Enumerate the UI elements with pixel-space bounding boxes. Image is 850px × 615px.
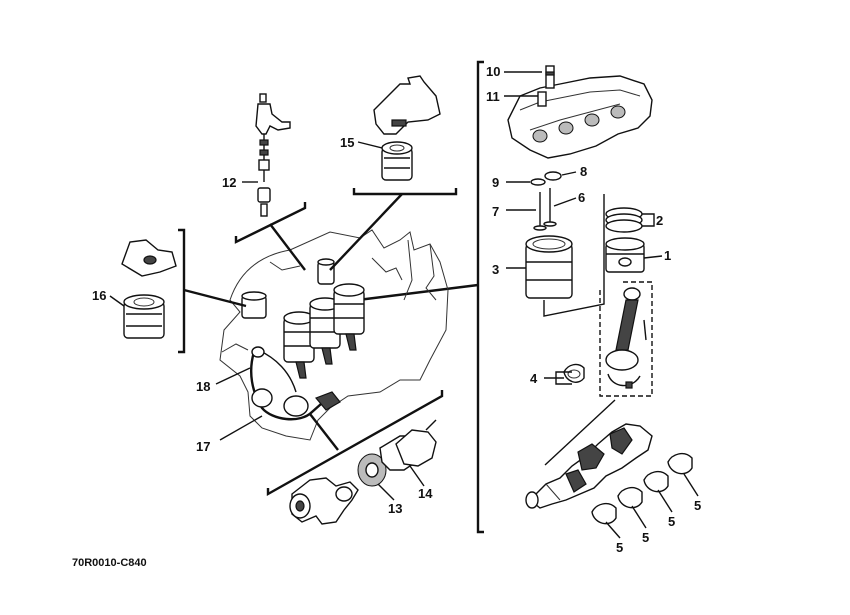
callout-11: 11 bbox=[486, 89, 500, 104]
fuel-injector-assembly bbox=[255, 93, 291, 217]
left-group-16 bbox=[121, 228, 247, 354]
callout-3: 3 bbox=[492, 262, 499, 277]
callout-5c: 5 bbox=[642, 530, 649, 545]
callout-10: 10 bbox=[486, 64, 500, 79]
engine-block bbox=[219, 229, 449, 441]
oil-filter-15-group bbox=[329, 75, 458, 271]
cylinder-head-group bbox=[507, 65, 653, 159]
cylinder-liner bbox=[525, 194, 605, 317]
crankshaft bbox=[525, 399, 653, 509]
callout-7: 7 bbox=[492, 204, 499, 219]
callout-17: 17 bbox=[196, 439, 210, 454]
right-group-bracket bbox=[357, 60, 484, 534]
callout-1: 1 bbox=[664, 248, 671, 263]
callout-12: 12 bbox=[222, 175, 236, 190]
callout-labels: 1 2 3 4 5 5 5 5 5 5 6 7 8 9 10 11 12 13 … bbox=[92, 64, 701, 555]
piston bbox=[605, 237, 645, 273]
callout-16: 16 bbox=[92, 288, 106, 303]
water-pump-group bbox=[266, 390, 444, 525]
main-bearings bbox=[591, 452, 693, 525]
valve-parts bbox=[530, 171, 562, 231]
connecting-rod bbox=[599, 281, 653, 397]
timing-belt bbox=[250, 346, 341, 421]
callout-5b: 5 bbox=[668, 514, 675, 529]
callout-14: 14 bbox=[418, 486, 433, 501]
piston-rings bbox=[605, 207, 643, 233]
callout-18: 18 bbox=[196, 379, 210, 394]
upper-left-bracket bbox=[234, 202, 307, 271]
callout-8: 8 bbox=[580, 164, 587, 179]
callout-9: 9 bbox=[492, 175, 499, 190]
callout-15: 15 bbox=[340, 135, 354, 150]
callout-5d: 5 bbox=[616, 540, 623, 555]
callout-6: 6 bbox=[578, 190, 585, 205]
diagram-code: 70R0010-C840 bbox=[72, 557, 147, 569]
rod-bearing bbox=[563, 363, 585, 383]
callout-13: 13 bbox=[388, 501, 402, 516]
callout-5a: 5 bbox=[694, 498, 701, 513]
leader-lines bbox=[109, 71, 699, 539]
callout-2: 2 bbox=[656, 213, 663, 228]
callout-4: 4 bbox=[530, 371, 538, 386]
